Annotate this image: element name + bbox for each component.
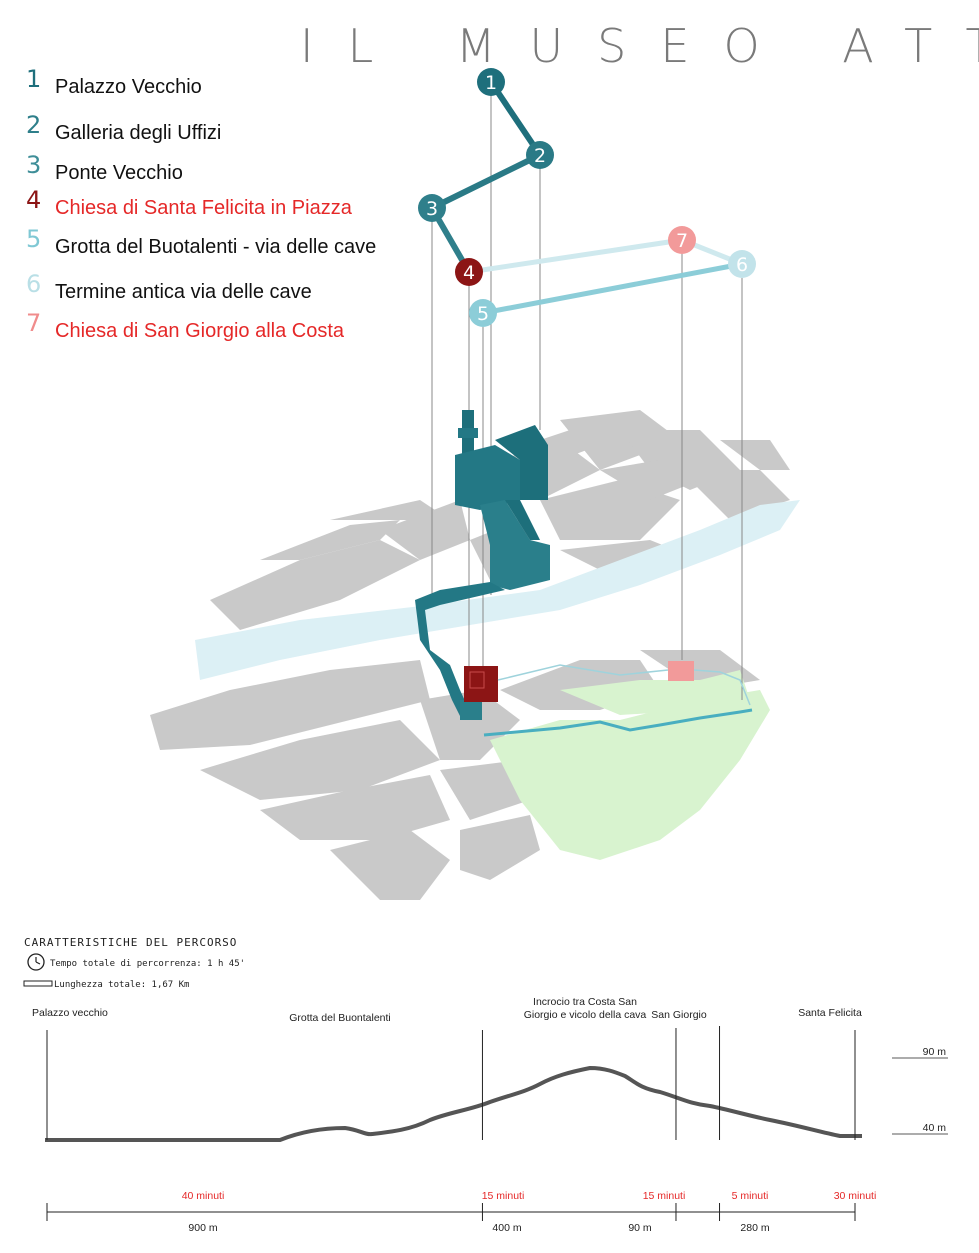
walking-path [483,664,753,737]
route-marker-2: 2 [526,141,554,169]
legend-label: Chiesa di San Giorgio alla Costa [55,320,345,342]
legend-number: 4 [26,186,41,214]
legend-label: Grotta del Buotalenti - via delle cave [55,236,376,258]
legend-label: Ponte Vecchio [55,162,183,184]
connector-4-7 [466,237,685,275]
segment-distance: 280 m [740,1222,769,1234]
legend-number: 1 [26,65,41,93]
length-bar-icon [23,980,53,987]
segment-time: 15 minuti [482,1190,525,1202]
route-characteristics: CARATTERISTICHE DEL PERCORSO Tempo total… [23,936,245,990]
segment-time: 5 minuti [732,1190,769,1202]
route-marker-7: 7 [668,226,696,254]
marker-number: 5 [477,303,489,325]
clock-icon [27,953,45,971]
legend-label: Chiesa di Santa Felicita in Piazza [55,197,353,219]
legend-number: 3 [26,151,41,179]
route-marker-5: 5 [469,299,497,327]
legend-number: 5 [26,225,41,253]
stop-label: Santa Felicita [798,1007,862,1019]
legend-number: 7 [26,309,41,337]
legend-label: Galleria degli Uffizi [55,122,221,144]
segment-time: 15 minuti [643,1190,686,1202]
total-length: Lunghezza totale: 1,67 Km [54,980,189,990]
characteristics-heading: CARATTERISTICHE DEL PERCORSO [24,936,237,949]
elevation-label: 40 m [923,1122,947,1134]
corridor [415,582,505,720]
san-giorgio-building [668,661,694,681]
marker-circle [728,250,756,278]
marker-circle [668,226,696,254]
route-marker-3: 3 [418,194,446,222]
legend-label: Termine antica via delle cave [55,281,312,303]
marker-number: 3 [426,198,438,220]
legend-number: 6 [26,270,41,298]
marker-number: 6 [736,254,748,276]
palazzo-vecchio-block [455,445,520,510]
stop-label: Grotta del Buontalenti [289,1012,391,1024]
elevation-label: 90 m [923,1046,947,1058]
segment-distance: 900 m [188,1222,217,1234]
segment-time: 30 minuti [834,1190,877,1202]
segment-distance: 400 m [492,1222,521,1234]
marker-number: 4 [463,262,475,284]
arno-river [195,500,800,680]
vasari-corridor-buildings [415,410,550,720]
route-markers: 1 2 3 45 6 7 [418,68,756,327]
park-strip [560,670,750,715]
marker-circle [469,299,497,327]
marker-circle [526,141,554,169]
segment-time: 40 minuti [182,1190,225,1202]
connector-6-5 [480,261,745,316]
santa-felicita-building [464,666,498,702]
total-time: Tempo totale di percorrenza: 1 h 45' [50,959,245,969]
stop-label: San Giorgio [651,1009,707,1021]
stop-label: Palazzo vecchio [32,1007,108,1019]
elevation-profile: Palazzo vecchio Grotta del Buontalenti Inc… [32,996,948,1234]
page-title: IL MUSEO ATTRA [300,19,979,73]
connector-1-2 [488,79,543,158]
profile-line [45,1065,862,1142]
connector-2-3 [429,152,543,211]
marker-number: 1 [485,72,497,94]
route-marker-4: 4 [455,258,483,286]
marker-circle [418,194,446,222]
marker-circle [455,258,483,286]
route-marker-1: 1 [477,68,505,96]
legend-number: 2 [26,111,41,139]
marker-number: 2 [534,145,546,167]
segment-distance: 90 m [628,1222,652,1234]
uffizi-block [480,500,550,590]
marker-circle [477,68,505,96]
legend-label: Palazzo Vecchio [55,76,202,98]
route-marker-6: 6 [728,250,756,278]
boboli-gardens [490,690,770,860]
marker-number: 7 [676,230,688,252]
